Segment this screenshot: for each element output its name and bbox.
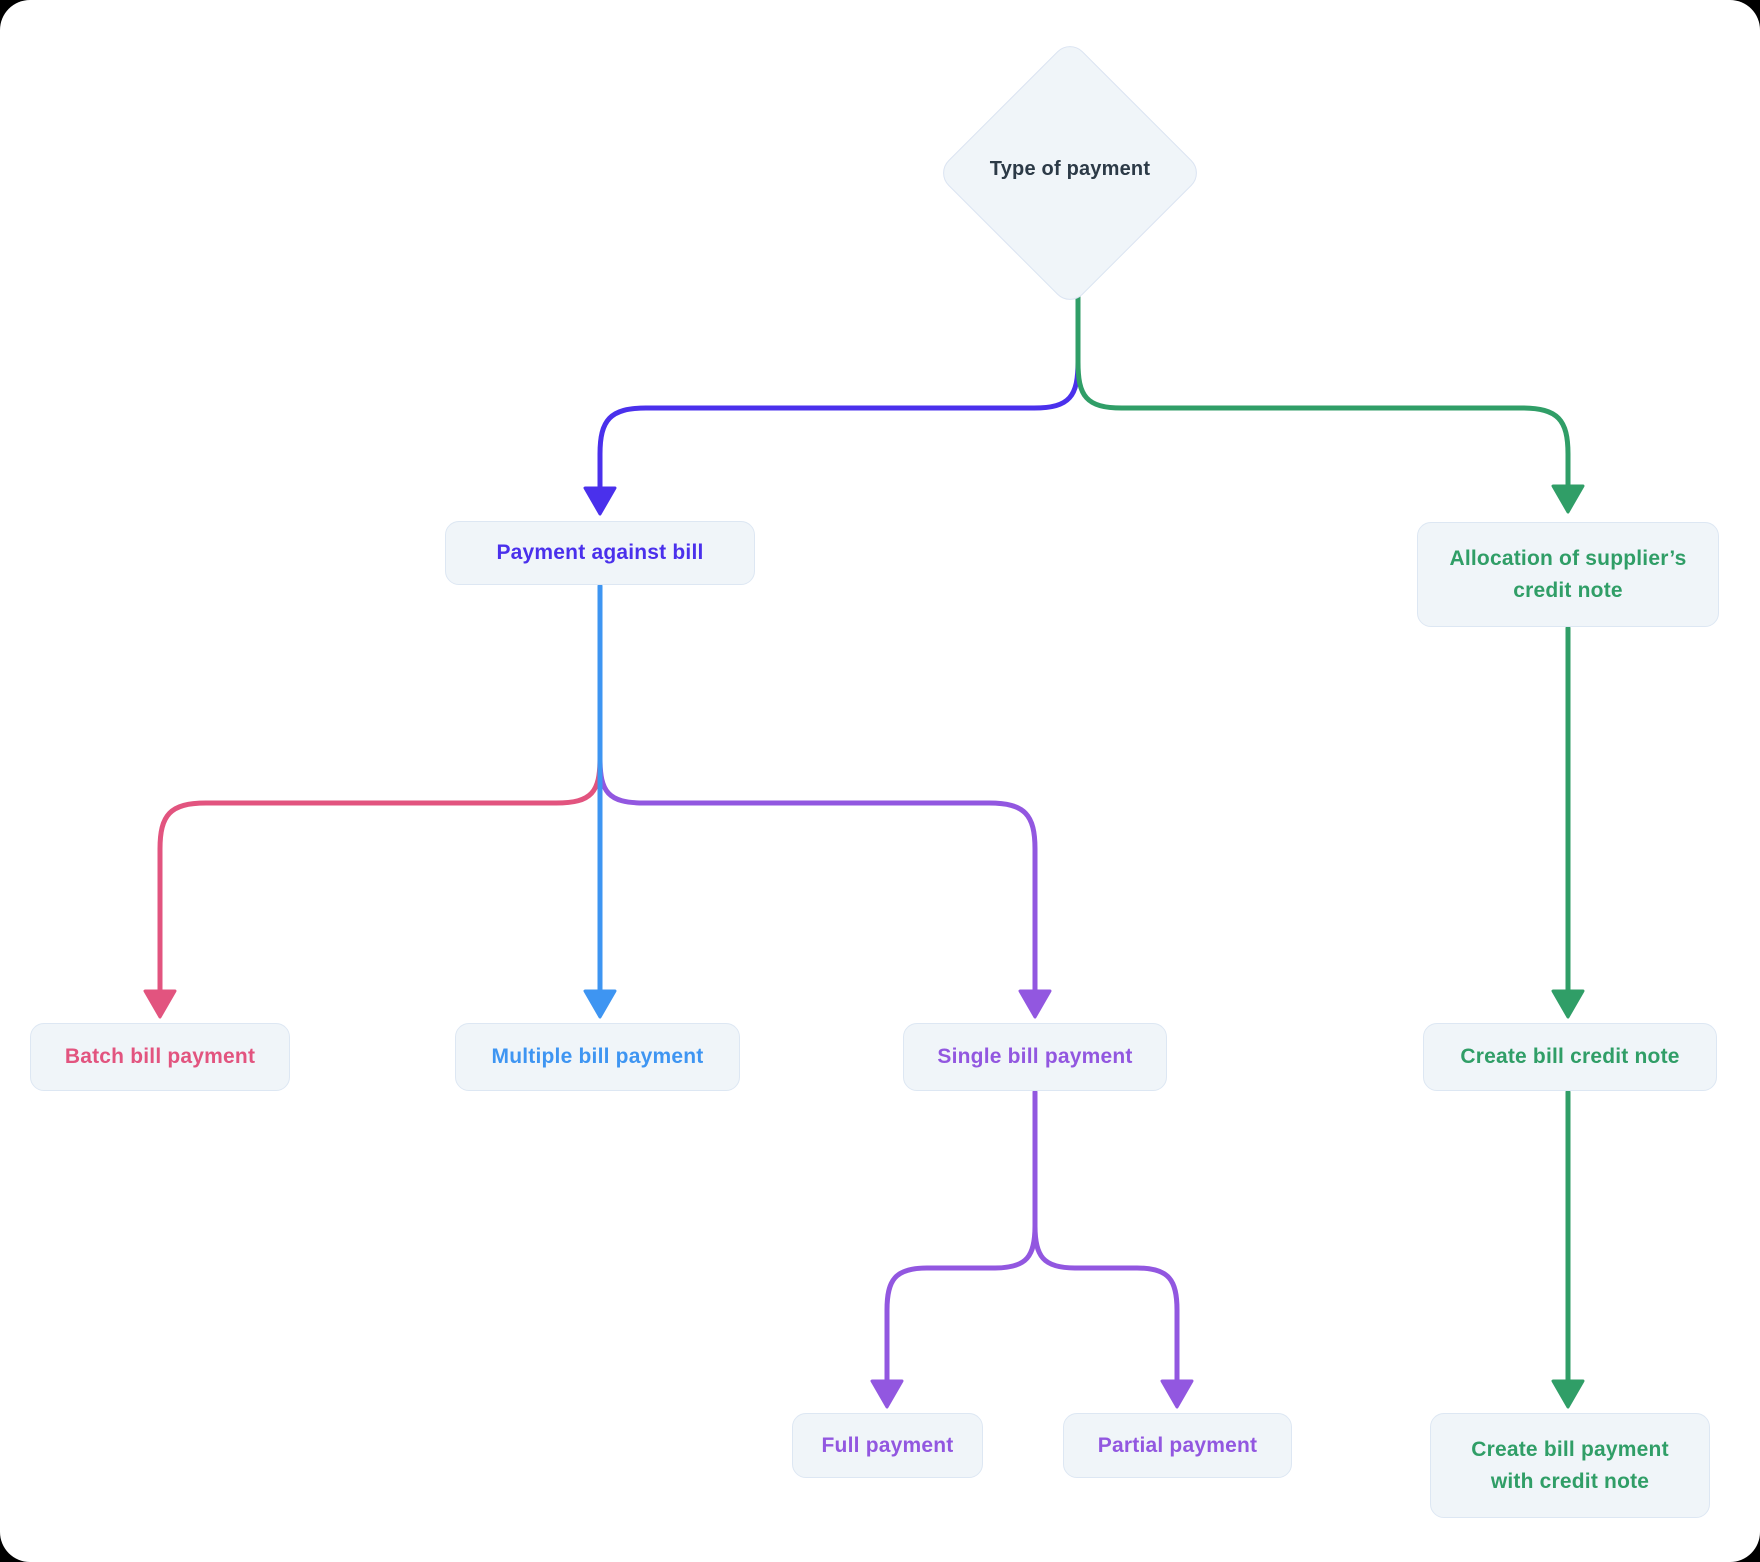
node-batch-bill-payment: Batch bill payment: [30, 1023, 290, 1091]
node-single-bill-payment: Single bill payment: [903, 1023, 1167, 1091]
arrowhead-payment-against-bill: [583, 486, 617, 516]
node-create-bill-credit-note: Create bill credit note: [1423, 1023, 1717, 1091]
edge-root-to-allocation-credit-note: [1075, 359, 1571, 493]
decision-diamond-label: Type of payment: [989, 158, 1151, 180]
node-allocation-credit-note: Allocation of supplier’s credit note: [1417, 522, 1719, 627]
arrowhead-payment-with-credit-note: [1551, 1379, 1585, 1409]
arrowhead-create-credit-note: [1551, 989, 1585, 1019]
edge-root-to-payment-against-bill: [597, 359, 1081, 495]
arrowhead-full-payment: [870, 1379, 904, 1409]
arrowhead-batch: [143, 989, 177, 1019]
edge-payment-to-batch: [157, 755, 603, 996]
node-partial-payment: Partial payment: [1063, 1413, 1292, 1478]
node-full-payment: Full payment: [792, 1413, 983, 1478]
node-payment-against-bill: Payment against bill: [445, 521, 755, 585]
arrowhead-allocation-credit-note: [1551, 484, 1585, 514]
arrowhead-partial-payment: [1160, 1379, 1194, 1409]
node-multiple-bill-payment: Multiple bill payment: [455, 1023, 740, 1091]
edge-single-to-full: [884, 1223, 1038, 1386]
arrowhead-single: [1018, 989, 1052, 1019]
edge-single-to-partial: [1032, 1223, 1180, 1386]
node-create-bill-payment-with-credit-note: Create bill payment with credit note: [1430, 1413, 1710, 1518]
arrowhead-multiple: [583, 989, 617, 1019]
edge-payment-to-single: [597, 755, 1038, 996]
